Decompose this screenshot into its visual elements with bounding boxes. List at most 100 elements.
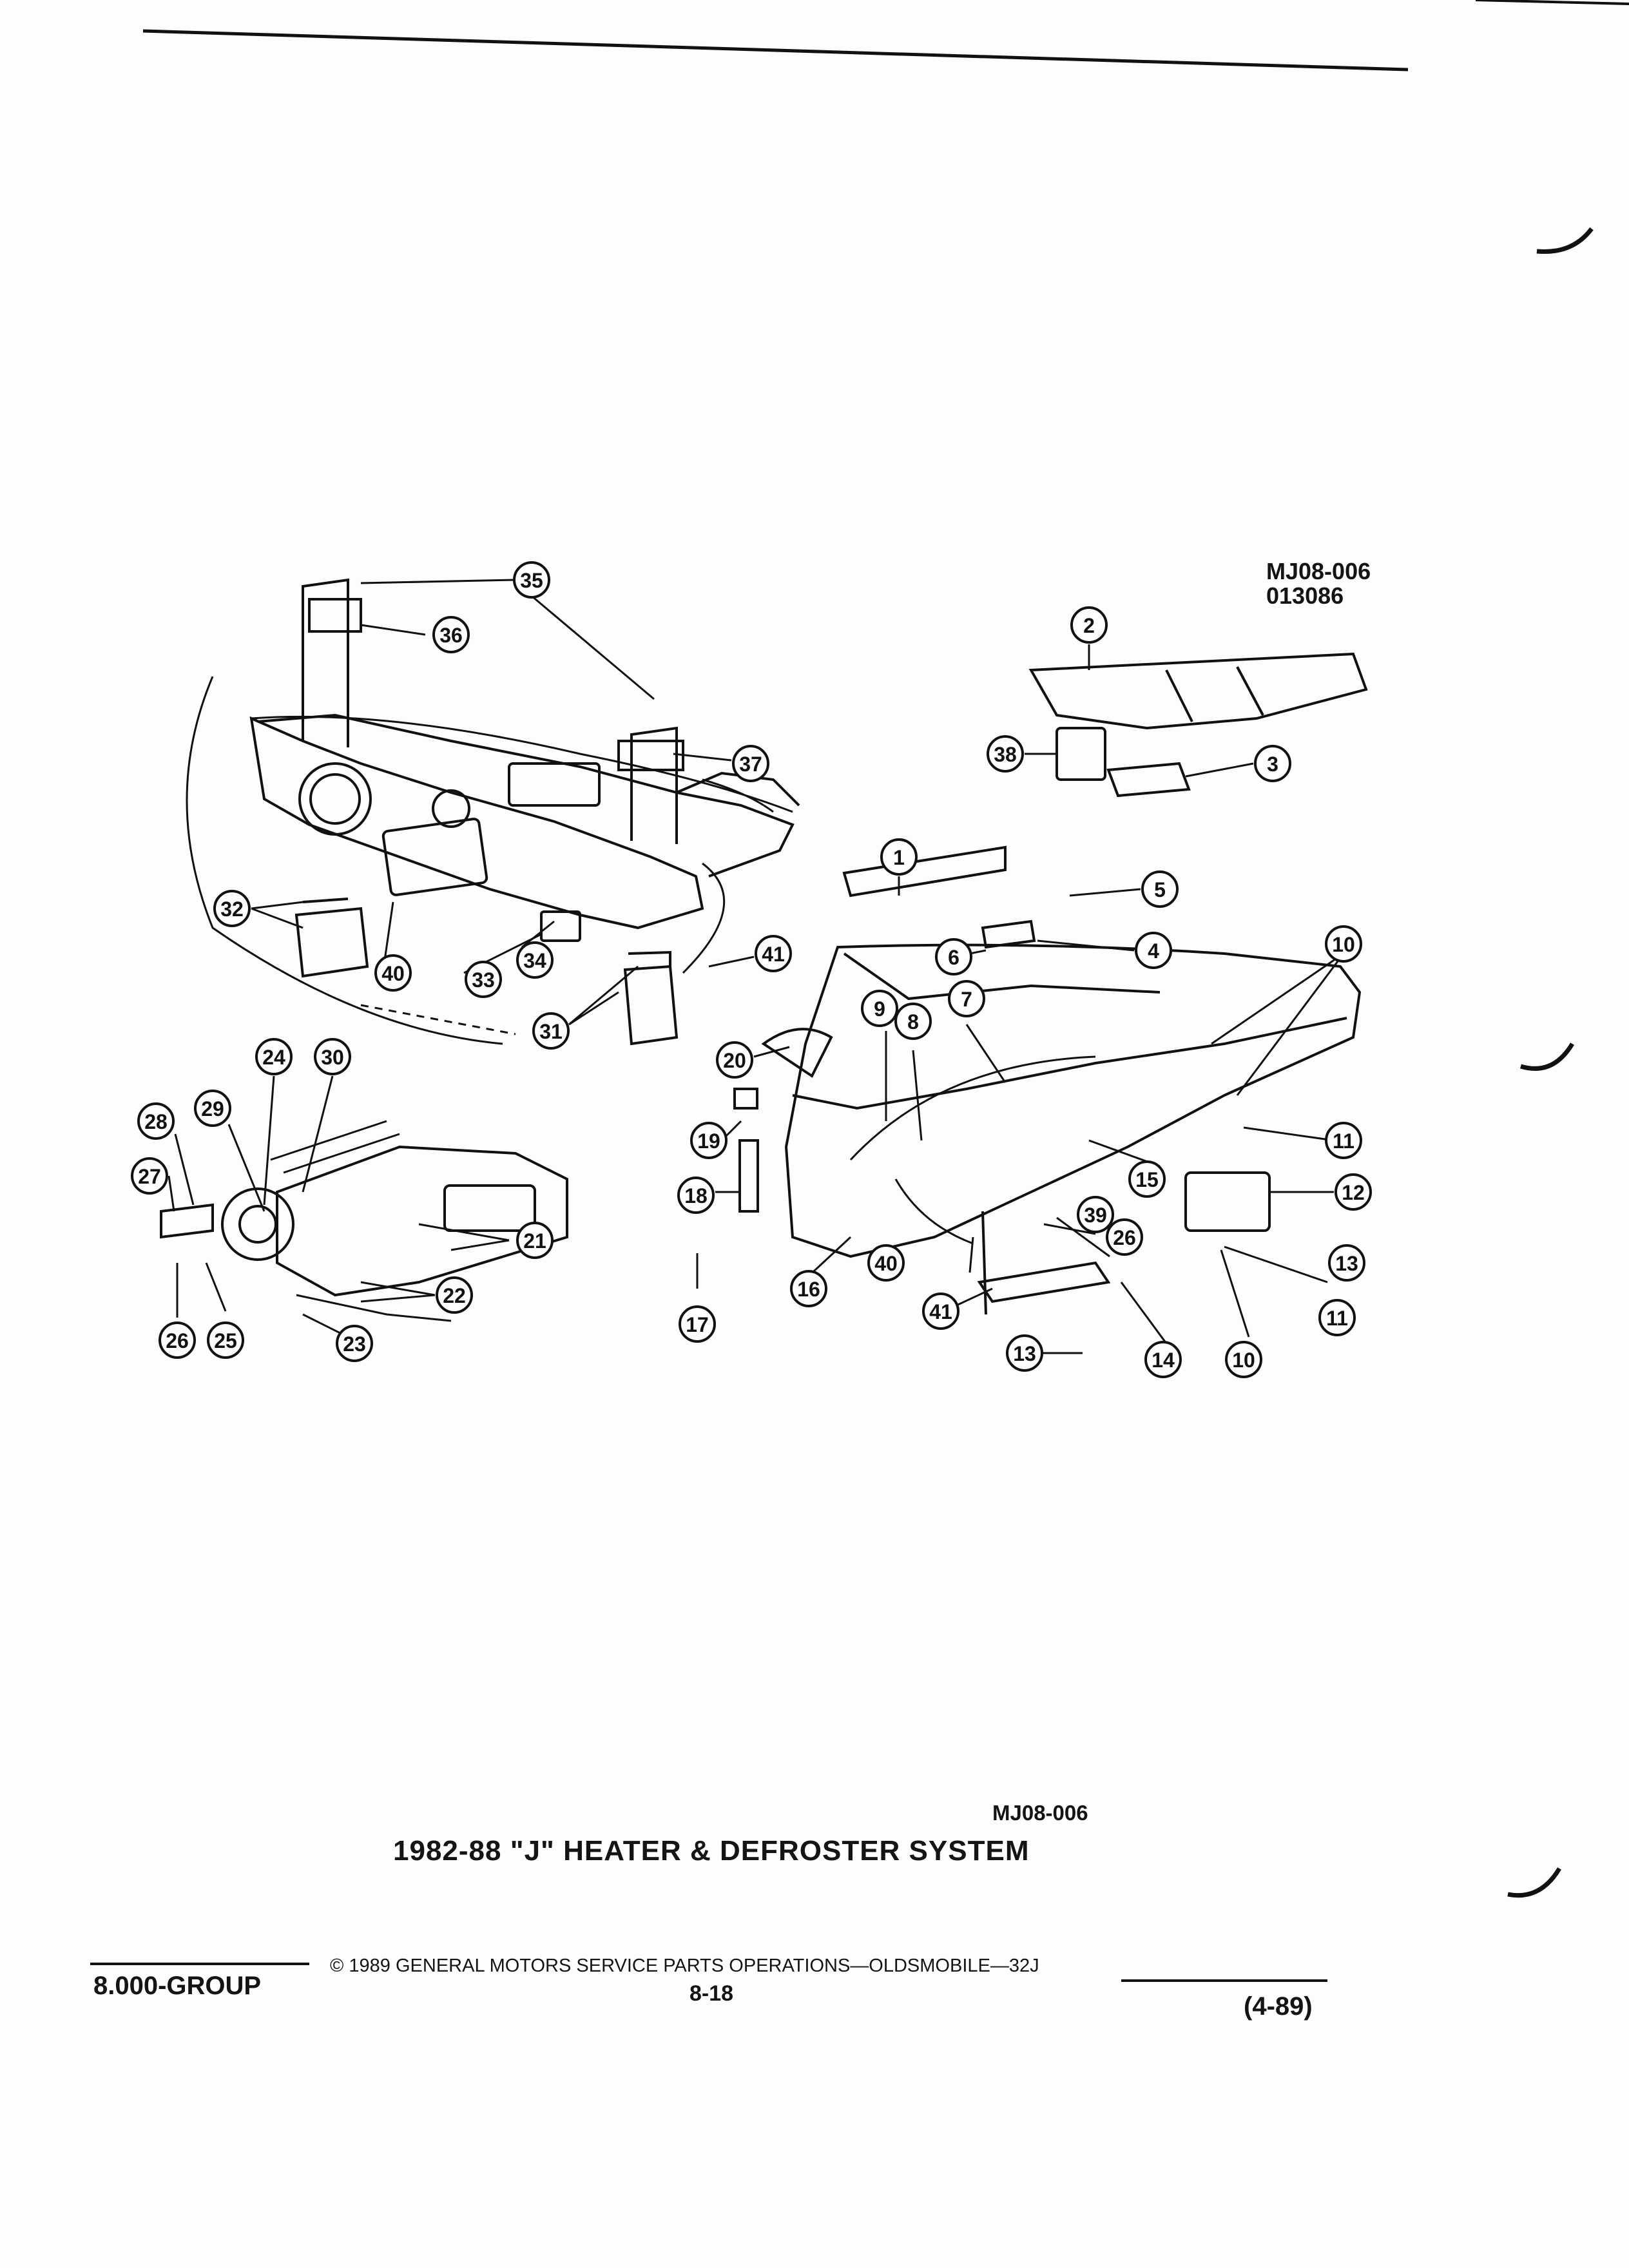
callout-label: 35 — [520, 569, 543, 592]
callout-24: 24 — [255, 1038, 293, 1075]
callout-label: 2 — [1083, 614, 1095, 637]
callout-label: 9 — [874, 997, 885, 1021]
callout-label: 8 — [907, 1010, 919, 1033]
binding-mark — [1536, 227, 1594, 255]
callout-label: 41 — [762, 943, 785, 966]
copyright-line: © 1989 GENERAL MOTORS SERVICE PARTS OPER… — [330, 1956, 1039, 1976]
callout-label: 17 — [686, 1313, 709, 1336]
callout-28: 28 — [137, 1102, 175, 1140]
revision-date: (4-89) — [1244, 1992, 1313, 2021]
callout-label: 1 — [893, 846, 905, 869]
callout-label: 36 — [439, 624, 463, 647]
callout-label: 5 — [1154, 878, 1166, 901]
heater-case-assembly — [160, 1120, 568, 1322]
page-number: 8-18 — [689, 1981, 734, 2006]
binding-mark — [1519, 1043, 1575, 1071]
callout-label: 22 — [443, 1284, 466, 1307]
callout-label: 10 — [1232, 1349, 1255, 1372]
callout-label: 13 — [1013, 1342, 1036, 1365]
callout-4: 4 — [1135, 932, 1172, 969]
callout-10: 10 — [1325, 925, 1362, 963]
callout-35: 35 — [513, 561, 550, 599]
callout-34: 34 — [516, 941, 554, 979]
callout-label: 38 — [994, 743, 1017, 766]
callout-6: 6 — [935, 938, 972, 975]
dash-frame-assembly — [186, 578, 800, 1045]
callout-36: 36 — [432, 616, 470, 653]
callout-10: 10 — [1225, 1341, 1262, 1378]
callout-label: 13 — [1335, 1252, 1358, 1275]
callout-40: 40 — [374, 954, 412, 992]
leader-lines — [168, 579, 1345, 1354]
callout-label: 28 — [144, 1110, 168, 1133]
callout-25: 25 — [207, 1321, 244, 1359]
callout-label: 39 — [1084, 1204, 1107, 1227]
callout-label: 21 — [523, 1229, 546, 1253]
callout-2: 2 — [1070, 606, 1108, 644]
callout-label: 40 — [874, 1252, 898, 1275]
callout-label: 16 — [797, 1278, 820, 1301]
callout-32: 32 — [213, 890, 251, 927]
callout-label: 25 — [214, 1329, 237, 1352]
corner-rule — [1475, 0, 1629, 5]
callout-13: 13 — [1006, 1334, 1043, 1372]
callout-19: 19 — [690, 1122, 728, 1159]
group-label: 8.000-GROUP — [93, 1972, 262, 2000]
figure-ref-line: MJ08-006 — [1266, 558, 1371, 584]
callout-label: 23 — [343, 1332, 366, 1356]
callout-17: 17 — [679, 1305, 716, 1343]
top-rule — [142, 29, 1409, 72]
callout-18: 18 — [677, 1177, 715, 1214]
callout-label: 30 — [321, 1046, 344, 1069]
callout-label: 27 — [138, 1165, 161, 1188]
figure-title: 1982-88 "J" HEATER & DEFROSTER SYSTEM — [393, 1835, 1030, 1867]
callout-label: 26 — [1113, 1226, 1136, 1249]
callout-label: 26 — [166, 1329, 189, 1352]
callout-11: 11 — [1318, 1299, 1356, 1336]
callout-7: 7 — [948, 980, 985, 1017]
figure-ref-top: MJ08-006 013086 — [1266, 559, 1371, 608]
callout-13: 13 — [1328, 1244, 1365, 1282]
callout-16: 16 — [790, 1270, 827, 1307]
callout-label: 18 — [684, 1184, 708, 1207]
callout-5: 5 — [1141, 870, 1179, 908]
callout-38: 38 — [987, 735, 1024, 773]
callout-label: 3 — [1267, 753, 1278, 776]
callout-40: 40 — [867, 1244, 905, 1282]
callout-label: 6 — [948, 946, 959, 969]
callout-label: 41 — [929, 1300, 952, 1323]
callout-41: 41 — [755, 935, 792, 972]
callout-label: 14 — [1152, 1349, 1175, 1372]
figure-ref-line: 013086 — [1266, 582, 1344, 609]
callout-30: 30 — [314, 1038, 351, 1075]
callout-29: 29 — [194, 1090, 231, 1127]
callout-label: 31 — [539, 1020, 563, 1043]
callout-1: 1 — [880, 838, 918, 876]
callout-9: 9 — [861, 990, 898, 1027]
callout-label: 11 — [1333, 1129, 1354, 1153]
callout-label: 12 — [1342, 1181, 1365, 1204]
callout-37: 37 — [732, 745, 769, 782]
callout-label: 10 — [1332, 933, 1355, 956]
callout-20: 20 — [716, 1041, 753, 1079]
callout-21: 21 — [516, 1222, 554, 1259]
callout-26: 26 — [159, 1321, 196, 1359]
callout-label: 29 — [201, 1097, 224, 1120]
callout-3: 3 — [1254, 745, 1291, 782]
callout-label: 37 — [739, 753, 762, 776]
footer-rule-left — [90, 1963, 309, 1965]
instrument-panel-assembly — [733, 845, 1362, 1315]
callout-14: 14 — [1144, 1341, 1182, 1378]
callout-label: 19 — [697, 1129, 720, 1153]
callout-22: 22 — [436, 1276, 473, 1314]
callout-label: 40 — [381, 962, 405, 985]
callout-label: 24 — [262, 1046, 285, 1069]
callout-15: 15 — [1128, 1160, 1166, 1198]
callout-label: 4 — [1148, 939, 1159, 963]
callout-label: 34 — [523, 949, 546, 972]
callout-label: 15 — [1135, 1168, 1159, 1191]
callout-39: 39 — [1077, 1196, 1114, 1233]
